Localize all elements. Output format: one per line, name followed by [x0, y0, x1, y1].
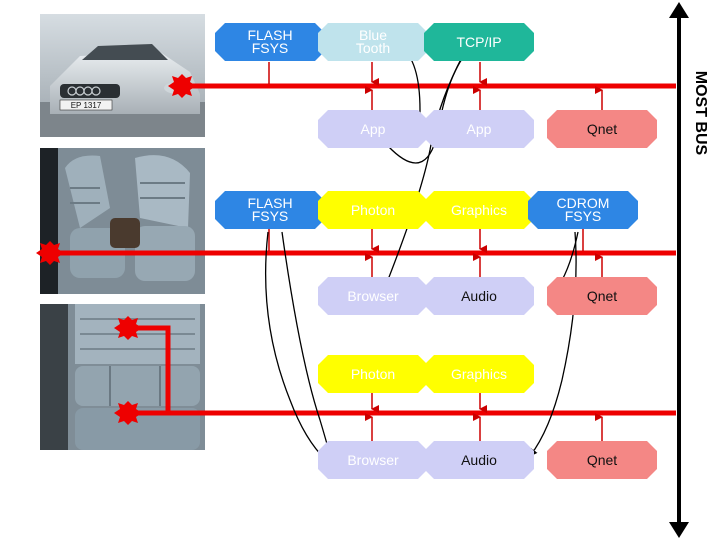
browser-box-2: Browser: [318, 441, 428, 479]
app-box-2: App: [424, 110, 534, 148]
photon-box-1: Photon: [318, 191, 428, 229]
arrow-flash2-to-browser: [281, 231, 333, 456]
graphics-box-1: Graphics: [424, 191, 534, 229]
qnet-box-3: Qnet: [547, 441, 657, 479]
qnet-box-2: Qnet: [547, 277, 657, 315]
bus-node-rear-upper: [114, 316, 142, 340]
most-bus-arrow-bottom: [669, 522, 689, 538]
bus-node-row1: [168, 74, 196, 98]
most-bus-arrow-top: [669, 2, 689, 18]
qnet-box-1: Qnet: [547, 110, 657, 148]
audio-box-1: Audio: [424, 277, 534, 315]
bus-rear-link-upper: [128, 325, 171, 413]
app-box-1: App: [318, 110, 428, 148]
flash-fsys-box-1: FLASH FSYS: [215, 23, 325, 61]
browser-box-1: Browser: [318, 277, 428, 315]
tcpip-box: TCP/IP: [424, 23, 534, 61]
arrow-browser-to-tcpip: [379, 45, 469, 301]
most-bus-label: MOST BUS: [692, 70, 709, 156]
car-rear-seats-photo: [40, 304, 205, 450]
flash-fsys-box-2: FLASH FSYS: [215, 191, 325, 229]
arrow-cdrom-to-audio: [529, 231, 577, 457]
bluetooth-box: Blue Tooth: [318, 23, 428, 61]
bus-node-row3: [114, 401, 142, 425]
photon-box-2: Photon: [318, 355, 428, 393]
license-plate: EP 1317: [71, 101, 102, 110]
cdrom-fsys-box: CDROM FSYS: [528, 191, 638, 229]
audio-box-2: Audio: [424, 441, 534, 479]
graphics-box-2: Graphics: [424, 355, 534, 393]
arrow-flash1-to-browser: [264, 231, 327, 461]
bus-node-row2: [36, 241, 64, 265]
